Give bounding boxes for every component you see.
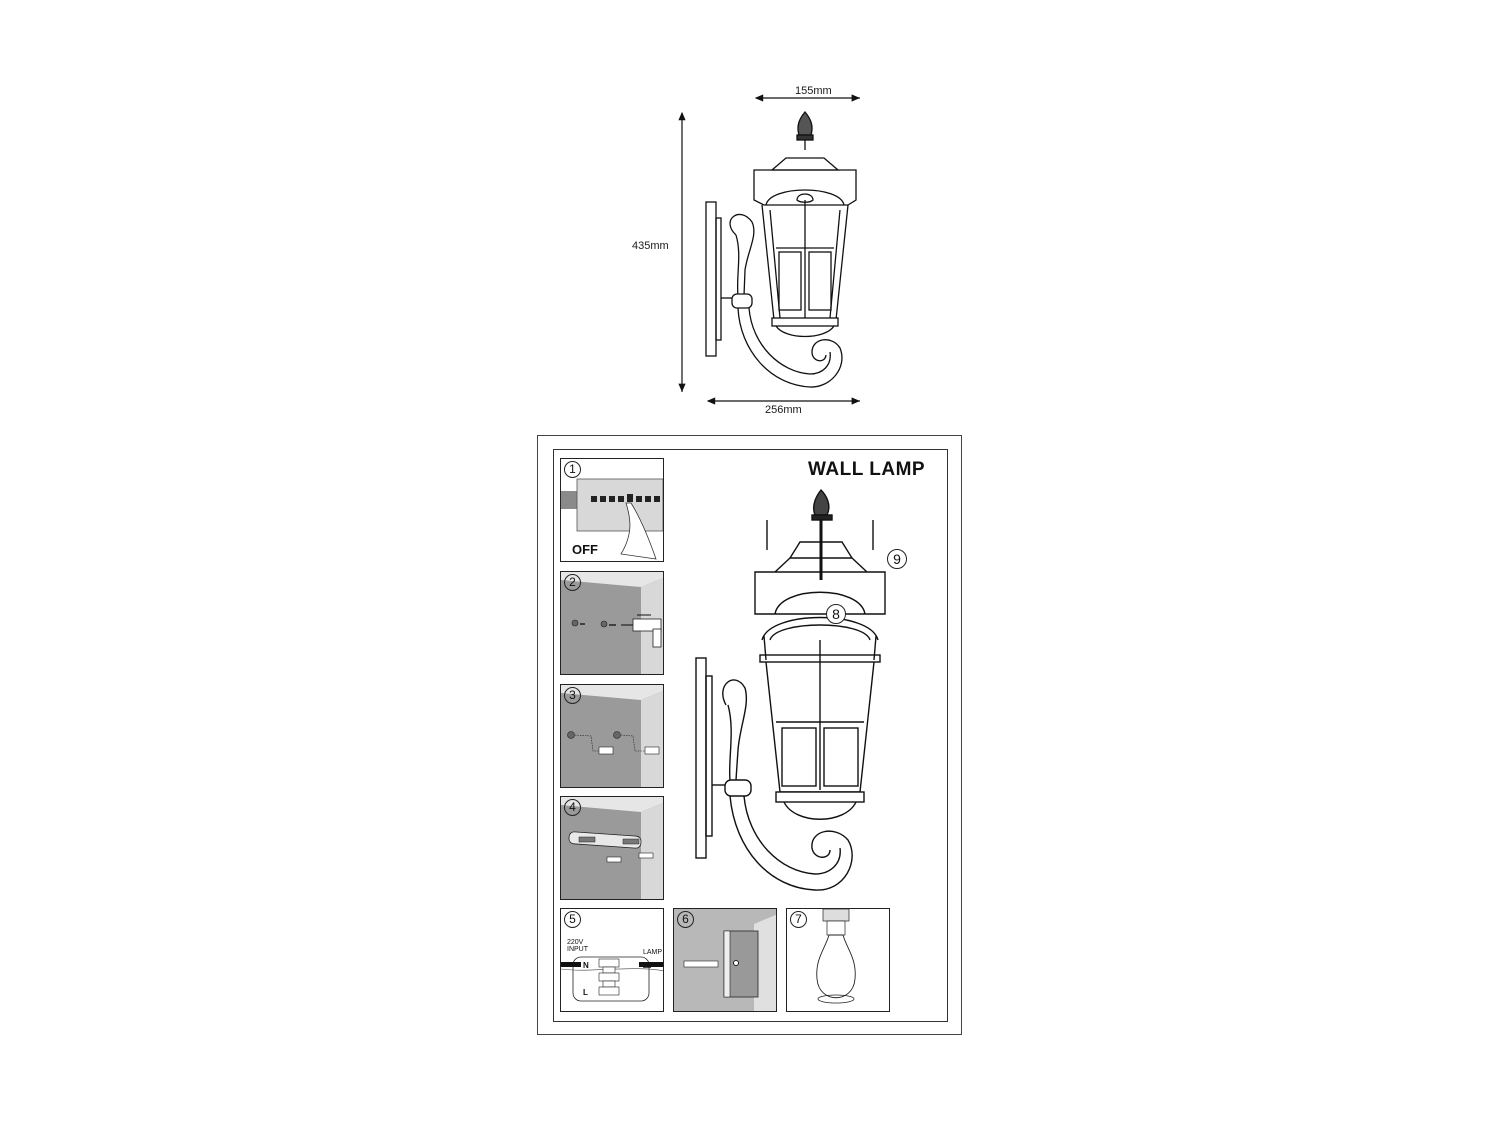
callout-9: 9 bbox=[887, 549, 907, 569]
wall-plate-icon bbox=[683, 914, 776, 1011]
wall-plug-icon bbox=[561, 685, 663, 787]
step-3-number: 3 bbox=[564, 687, 581, 704]
step-6-number: 6 bbox=[677, 911, 694, 928]
terminal-n-label: N bbox=[583, 961, 589, 970]
step-3-panel: 3 bbox=[560, 684, 664, 788]
step-7-panel: 7 bbox=[786, 908, 890, 1012]
callout-8: 8 bbox=[826, 604, 846, 624]
step-6-panel: 6 bbox=[673, 908, 777, 1012]
step-2-number: 2 bbox=[564, 574, 581, 591]
circuit-breaker-icon bbox=[561, 478, 663, 560]
depth-dimension-label: 256mm bbox=[765, 404, 802, 416]
step-7-number: 7 bbox=[790, 911, 807, 928]
sheet-title: WALL LAMP bbox=[808, 459, 926, 480]
step-5-lamp-label: LAMP bbox=[643, 949, 663, 956]
step-2-panel: 2 bbox=[560, 571, 664, 675]
step-1-panel: 1 OFF bbox=[560, 458, 664, 562]
step-4-panel: 4 bbox=[560, 796, 664, 900]
step-1-off-label: OFF bbox=[572, 542, 598, 557]
step-1-number: 1 bbox=[564, 461, 581, 478]
instruction-sheet-inner-frame bbox=[553, 449, 948, 1022]
terminal-l-label: L bbox=[583, 988, 588, 997]
lamp-dimension-drawing bbox=[678, 94, 860, 405]
height-dimension-label: 435mm bbox=[632, 240, 669, 252]
lamp-assembly-diagram bbox=[695, 488, 886, 891]
terminal-block-icon bbox=[561, 956, 663, 1002]
bracket-screws-icon bbox=[561, 797, 663, 899]
light-bulb-icon bbox=[816, 909, 856, 1004]
drill-icon bbox=[561, 572, 663, 674]
step-5-input-label: 220V INPUT bbox=[567, 939, 588, 953]
step-5-panel: 5 220V INPUT LAMP N L bbox=[560, 908, 664, 1012]
step-4-number: 4 bbox=[564, 799, 581, 816]
width-dimension-label: 155mm bbox=[795, 85, 832, 97]
step-5-number: 5 bbox=[564, 911, 581, 928]
